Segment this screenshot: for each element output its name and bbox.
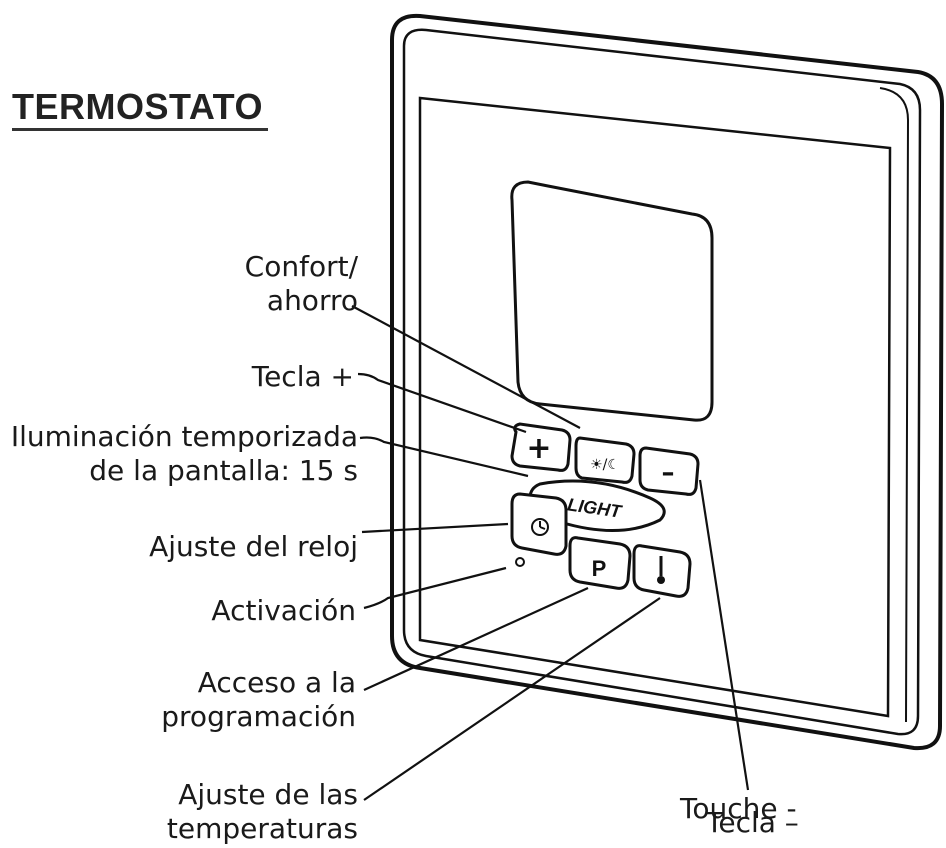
leader-iluminacion — [359, 436, 529, 478]
title-underline — [12, 128, 268, 131]
leader-lines — [351, 305, 750, 801]
label-programacion-line1: Acceso a la — [197, 666, 356, 699]
label-temperaturas-line2: temperaturas — [166, 812, 358, 845]
minus-button[interactable]: – — [638, 446, 700, 496]
leader-reloj — [361, 522, 509, 534]
page-title: TERMOSTATO — [12, 86, 263, 127]
label-reloj: Ajuste del reloj — [149, 530, 358, 563]
label-confort: Confort/ ahorro — [245, 250, 358, 318]
lcd-screen — [510, 180, 714, 422]
clock-icon — [531, 518, 549, 536]
thermometer-icon — [657, 556, 665, 584]
leader-confort — [351, 305, 581, 429]
program-button-label: P — [592, 556, 607, 581]
temperature-button[interactable] — [632, 544, 692, 598]
label-iluminacion: Iluminación temporizada de la pantalla: … — [11, 420, 358, 488]
label-iluminacion-line2: de la pantalla: 15 s — [89, 454, 358, 487]
plus-button-label: + — [526, 431, 551, 466]
program-button[interactable]: P — [568, 536, 632, 590]
leader-tecla-minus — [698, 479, 750, 791]
minus-button-label: – — [662, 458, 675, 488]
label-tecla-minus: Tecla – — [706, 806, 799, 839]
leader-activacion — [363, 566, 507, 610]
leader-tecla-plus — [357, 372, 527, 434]
activation-hole — [515, 557, 525, 567]
label-temperaturas-line1: Ajuste de las — [178, 778, 358, 811]
mode-button-label: ☀/☾ — [590, 457, 620, 473]
label-activacion: Activación — [211, 594, 356, 627]
label-tecla-plus: Tecla + — [251, 360, 354, 393]
label-iluminacion-line1: Iluminación temporizada — [10, 420, 358, 453]
label-programacion: Acceso a la programación — [161, 666, 356, 734]
leader-temperaturas — [363, 597, 661, 801]
plus-button[interactable]: + — [510, 422, 572, 472]
label-programacion-line2: programación — [161, 700, 356, 733]
label-confort-line1: Confort/ — [244, 250, 358, 283]
mode-button[interactable]: ☀/☾ — [574, 436, 636, 484]
casing-bevel — [879, 87, 910, 723]
label-touche: Touche - — [680, 792, 797, 825]
label-confort-line2: ahorro — [266, 284, 358, 317]
clock-button[interactable] — [510, 492, 568, 556]
label-temperaturas: Ajuste de las temperaturas — [167, 778, 358, 846]
casing-edge — [402, 28, 922, 736]
leader-programacion — [363, 586, 589, 692]
